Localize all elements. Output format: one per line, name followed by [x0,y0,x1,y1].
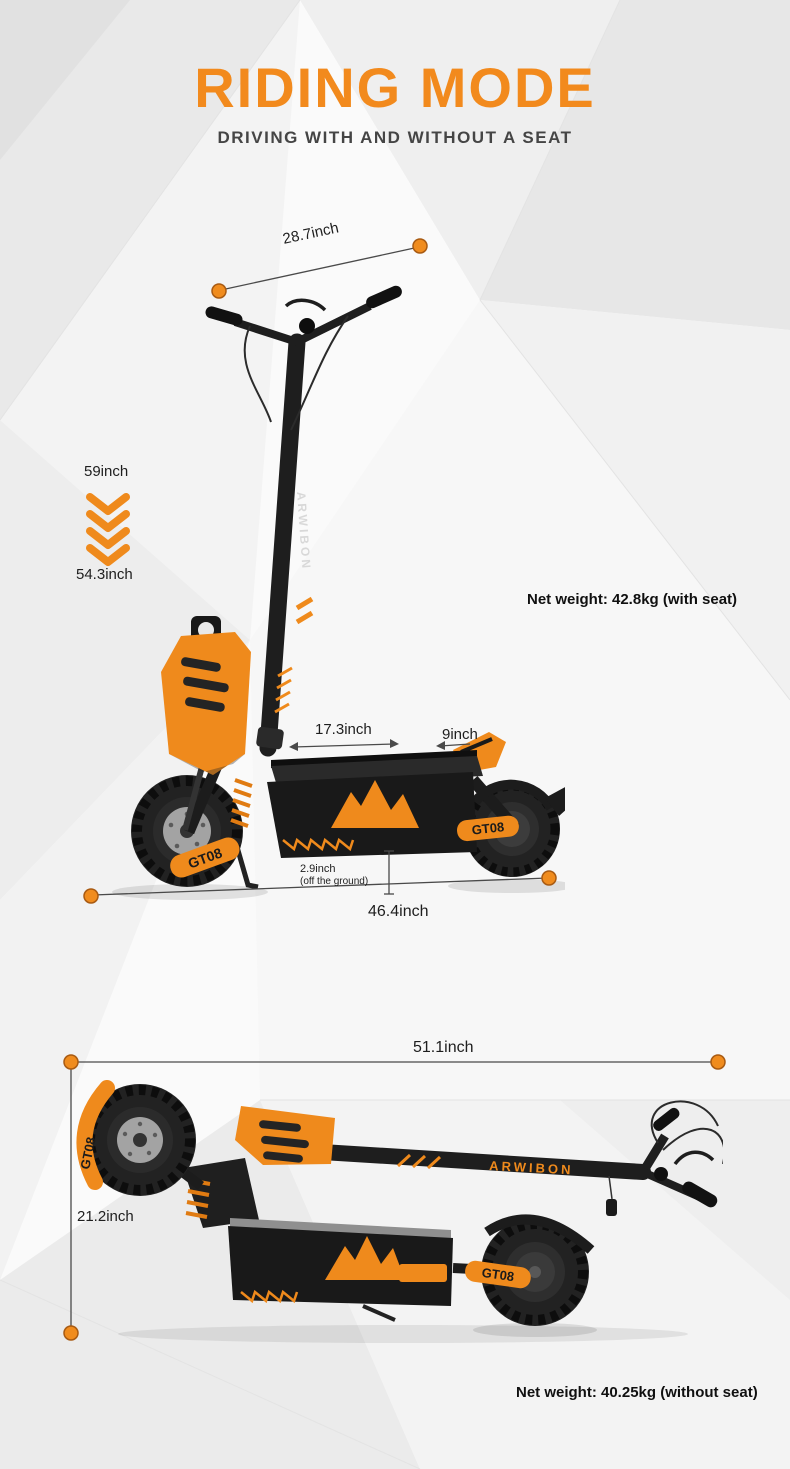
dim-label-max-height: 59inch [84,463,129,480]
front-fork-and-plate [161,616,259,890]
folding-linkage [183,1158,259,1228]
stem-brand-text: ARWIBON [294,491,314,571]
ground-clearance-value: 2.9inch [300,863,336,875]
net-weight-without-seat: Net weight: 40.25kg (without seat) [516,1384,758,1401]
folded-shadow [118,1325,688,1343]
svg-text:GT08: GT08 [471,819,505,837]
dim-label-folded-length: 51.1inch [413,1039,474,1056]
page-subtitle: DRIVING WITH AND WITHOUT A SEAT [217,128,573,147]
folded-sawtooth-trim [240,1289,299,1304]
folded-stem-brand-text: ARWIBON [489,1158,574,1177]
folded-rear-wheel: GT08 [452,1214,595,1326]
folded-front-model-badge: GT08 [77,1136,98,1171]
brake-cable [243,325,272,423]
folded-rear-model-badge: GT08 [465,1260,531,1289]
net-weight-with-seat: Net weight: 42.8kg (with seat) [527,591,738,608]
dim-label-folded-height: 21.2inch [77,1208,134,1225]
battery-mountain-graphic [331,780,419,828]
dim-label-total-length: 46.4inch [368,903,429,920]
dim-label-deck-length: 17.3inch [315,721,372,738]
folded-cable-2 [662,1127,723,1164]
handlebar [205,285,402,431]
throttle-cable [290,315,349,431]
steering-stem: ARWIBON [256,333,314,757]
folding-clamp [256,726,284,750]
rear-wheel-shadow [448,879,565,893]
rear-wheel-model-badge: GT08 [457,815,519,842]
folded-brake-lever [673,1150,715,1166]
dim-label-rear-tire: 9inch [442,726,478,743]
key-lanyard [608,1175,613,1200]
dim-label-min-height: 54.3inch [76,566,133,583]
folded-mountain-graphic [325,1236,405,1280]
dim-label-ground-clearance: 2.9inch (off the ground) [300,863,368,888]
folded-rear-fender [484,1214,595,1254]
right-grip [366,285,402,309]
folded-front-fender [76,1080,115,1190]
rear-mudflap [545,787,565,816]
left-grip [205,306,243,326]
folded-deck-top [230,1218,451,1240]
folded-deck-and-battery [228,1218,453,1322]
key-fob [606,1199,617,1216]
folded-handlebar [639,1100,723,1208]
stem-logo-mark [295,596,314,625]
folded-cable [650,1100,719,1144]
folded-front-wheel: GT08 [76,1080,205,1196]
upright-scooter-image: ARWIBON [112,285,565,900]
ground-clearance-note: (off the ground) [300,876,369,888]
page-title: RIDING MODE [194,56,596,119]
folded-battery-label [399,1264,447,1282]
folded-grip [682,1181,718,1208]
deck-and-battery [267,750,483,858]
brake-lever [284,298,327,312]
battery-sawtooth-trim [282,837,355,852]
display [299,318,315,334]
svg-text:GT08: GT08 [481,1265,515,1284]
rear-fender [471,779,556,811]
folded-front-plate [235,1106,335,1165]
folded-scooter-image: ARWIBON [76,1080,723,1343]
folded-grip-2 [653,1107,680,1131]
front-suspension-spring [230,778,253,828]
folded-kickstand [362,1304,396,1322]
